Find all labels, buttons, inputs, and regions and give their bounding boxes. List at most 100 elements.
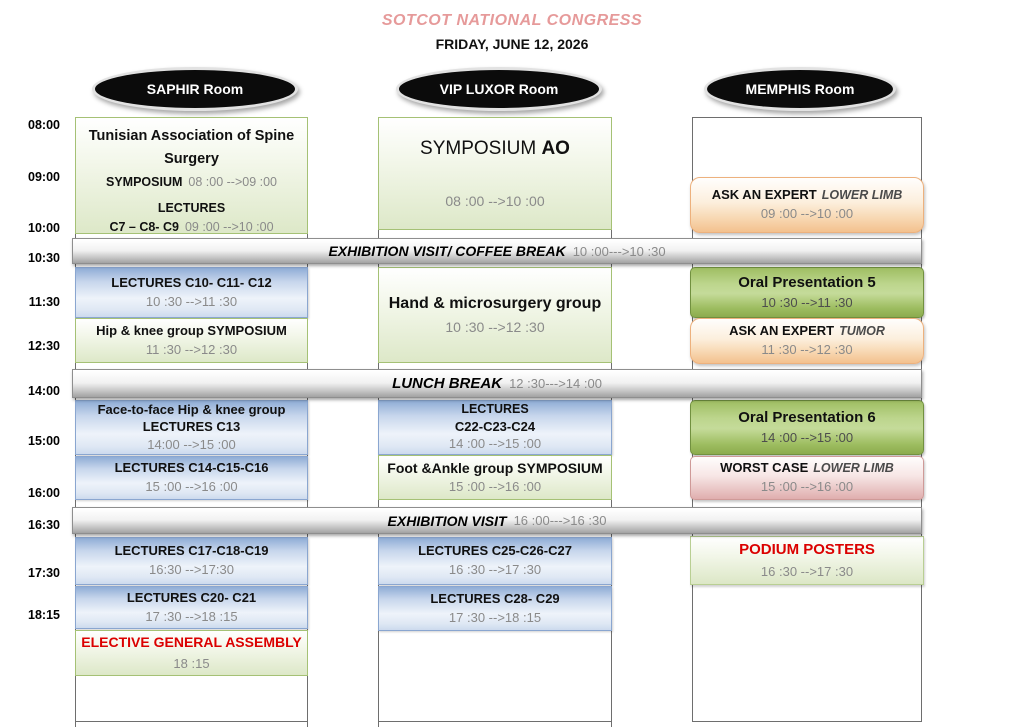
break-label: EXHIBITION VISIT xyxy=(387,512,507,529)
event-time: 09 :00 -->10 :00 xyxy=(760,206,854,221)
event-title: WORST CASE xyxy=(720,460,809,476)
time-label-1030: 10:30 xyxy=(28,251,60,265)
room-header-vip-luxor: VIP LUXOR Room xyxy=(396,67,602,111)
time-label-1130: 11:30 xyxy=(28,295,60,309)
time-label-1815: 18:15 xyxy=(28,608,60,622)
event-time: 10 :30 -->12 :30 xyxy=(445,318,545,335)
event-oral-presentation-5: Oral Presentation 5 10 :30 -->11 :30 xyxy=(690,267,924,318)
event-oral-presentation-6: Oral Presentation 6 14 :00 -->15 :00 xyxy=(690,400,924,455)
time-label-1600: 16:00 xyxy=(28,486,60,500)
event-title: LECTURES C25-C26-C27 xyxy=(418,543,572,559)
break-time: 16 :00--->16 :30 xyxy=(513,513,607,528)
event-hip-knee-symposium: Hip & knee group SYMPOSIUM 11 :30 -->12 … xyxy=(75,318,308,363)
room-name-vip-luxor: VIP LUXOR Room xyxy=(439,81,559,97)
ao-word: AO xyxy=(541,138,570,160)
event-time: 08 :00 -->10 :00 xyxy=(445,192,545,209)
event-qualifier: LOWER LIMB xyxy=(813,461,894,476)
event-title: ASK AN EXPERT xyxy=(729,323,835,339)
time-label-1230: 12:30 xyxy=(28,339,60,353)
event-time: 11 :30 -->12 :30 xyxy=(145,341,238,357)
event-time: 18 :15 xyxy=(173,655,210,671)
event-lectures-c25-c26-c27: LECTURES C25-C26-C27 16 :30 -->17 :30 xyxy=(378,537,612,585)
event-lectures-c17-c18-c19: LECTURES C17-C18-C19 16:30 -->17:30 xyxy=(75,537,308,585)
break-bar-exhibition-coffee: EXHIBITION VISIT/ COFFEE BREAK 10 :00---… xyxy=(72,238,922,264)
event-title-line2: Surgery xyxy=(164,151,219,168)
break-time: 12 :30--->14 :00 xyxy=(509,376,602,391)
event-title-line2: LECTURES C13 xyxy=(142,419,241,435)
vip-luxor-column-cut-cell xyxy=(378,722,612,727)
time-label-0800: 08:00 xyxy=(28,118,60,132)
event-time: 15 :00 -->16 :00 xyxy=(448,479,542,495)
time-label-1000: 10:00 xyxy=(28,221,60,235)
event-time: 15 :00 -->16 :00 xyxy=(145,479,238,494)
event-foot-ankle-symposium: Foot &Ankle group SYMPOSIUM 15 :00 -->16… xyxy=(378,455,612,500)
event-lectures-c10-c11-c12: LECTURES C10- C11- C12 10 :30 -->11 :30 xyxy=(75,267,308,318)
event-symposium-ao: SYMPOSIUM AO 08 :00 -->10 :00 xyxy=(378,117,612,230)
symposium-line: SYMPOSIUM 08 :00 -->09 :00 xyxy=(106,174,277,190)
event-lectures-c28-c29: LECTURES C28- C29 17 :30 -->18 :15 xyxy=(378,586,612,631)
event-title: LECTURES C17-C18-C19 xyxy=(114,543,269,559)
break-bar-exhibition: EXHIBITION VISIT 16 :00--->16 :30 xyxy=(72,507,922,534)
event-title: LECTURES C14-C15-C16 xyxy=(114,460,269,476)
event-time: 14 :00 -->15 :00 xyxy=(448,436,542,452)
event-time: 16 :30 -->17 :30 xyxy=(448,562,542,577)
event-lectures-c20-c21: LECTURES C20- C21 17 :30 -->18 :15 xyxy=(75,586,308,629)
lectures-line: C7 – C8- C9 09 :00 -->10 :00 xyxy=(109,219,273,235)
event-time: 17 :30 -->18 :15 xyxy=(448,609,542,625)
event-qualifier: TUMOR xyxy=(839,324,885,339)
event-worst-case-lower-limb: WORST CASE LOWER LIMB 15 :00 -->16 :00 xyxy=(690,456,924,500)
event-time: 10 :30 -->11 :30 xyxy=(145,293,238,309)
symposium-time: 08 :00 -->09 :00 xyxy=(188,175,277,190)
event-title: LECTURES C10- C11- C12 xyxy=(111,274,272,290)
time-label-1500: 15:00 xyxy=(28,434,60,448)
event-elective-general-assembly: ELECTIVE GENERAL ASSEMBLY 18 :15 xyxy=(75,630,308,676)
event-title-line2: C22-C23-C24 xyxy=(454,419,536,435)
event-title-line1: Face-to-face Hip & knee group xyxy=(97,402,286,418)
lectures-codes: C7 – C8- C9 xyxy=(109,219,179,234)
event-podium-posters: PODIUM POSTERS 16 :30 -->17 :30 xyxy=(690,536,924,585)
lectures-label: LECTURES xyxy=(157,200,226,215)
saphir-column-cut-cell xyxy=(75,722,308,727)
break-label: LUNCH BREAK xyxy=(392,375,503,392)
event-title: LECTURES C20- C21 xyxy=(126,589,257,605)
event-title: LECTURES C28- C29 xyxy=(430,590,560,606)
event-time: 10 :30 -->11 :30 xyxy=(761,294,853,310)
event-title: SYMPOSIUM AO xyxy=(420,137,570,162)
congress-title: SOTCOT NATIONAL CONGRESS xyxy=(381,12,643,29)
event-qualifier: LOWER LIMB xyxy=(821,188,903,203)
event-lectures-c22-c23-c24: LECTURES C22-C23-C24 14 :00 -->15 :00 xyxy=(378,400,612,455)
room-name-saphir: SAPHIR Room xyxy=(146,81,244,97)
event-title: Hand & microsurgery group xyxy=(388,295,602,312)
time-label-0900: 09:00 xyxy=(28,170,60,184)
event-lectures-c14-c15-c16: LECTURES C14-C15-C16 15 :00 -->16 :00 xyxy=(75,456,308,500)
event-time: 14:00 -->15 :00 xyxy=(147,436,236,452)
event-title: Foot &Ankle group SYMPOSIUM xyxy=(387,459,603,476)
event-title: Oral Presentation 5 xyxy=(738,274,876,292)
room-name-memphis: MEMPHIS Room xyxy=(745,81,855,97)
event-title-line: ASK AN EXPERT TUMOR xyxy=(729,323,885,340)
time-label-1730: 17:30 xyxy=(28,566,60,580)
event-title: ASK AN EXPERT xyxy=(711,187,817,203)
event-tunisian-spine-association: Tunisian Association of Spine Surgery SY… xyxy=(75,117,308,234)
event-title: Oral Presentation 6 xyxy=(738,409,876,427)
event-title: PODIUM POSTERS xyxy=(739,541,875,559)
room-header-memphis: MEMPHIS Room xyxy=(704,67,896,111)
break-time: 10 :00--->10 :30 xyxy=(572,243,666,259)
event-time: 14 :00 -->15 :00 xyxy=(760,429,854,445)
event-ask-an-expert-tumor: ASK AN EXPERT TUMOR 11 :30 -->12 :30 xyxy=(690,318,924,364)
event-title-line1: LECTURES xyxy=(461,402,529,417)
event-time: 11 :30 -->12 :30 xyxy=(761,342,853,357)
break-bar-lunch: LUNCH BREAK 12 :30--->14 :00 xyxy=(72,369,922,398)
room-header-saphir: SAPHIR Room xyxy=(92,67,298,111)
event-time: 16:30 -->17:30 xyxy=(149,562,234,577)
lectures-time: 09 :00 -->10 :00 xyxy=(184,219,274,234)
symposium-word: SYMPOSIUM xyxy=(420,138,537,160)
break-label: EXHIBITION VISIT/ COFFEE BREAK xyxy=(328,243,566,259)
event-time: 16 :30 -->17 :30 xyxy=(760,563,854,579)
event-time: 15 :00 -->16 :00 xyxy=(760,479,854,494)
time-label-1630: 16:30 xyxy=(28,518,60,532)
event-title-line: ASK AN EXPERT LOWER LIMB xyxy=(712,187,903,204)
event-hand-microsurgery-group: Hand & microsurgery group 10 :30 -->12 :… xyxy=(378,267,612,363)
event-time: 17 :30 -->18 :15 xyxy=(145,608,238,624)
